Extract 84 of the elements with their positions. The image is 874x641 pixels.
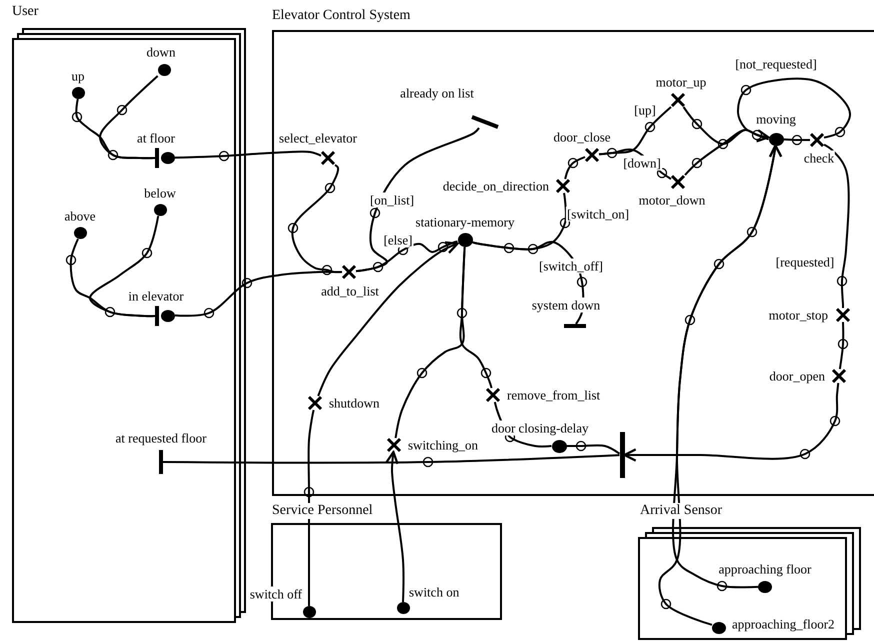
start-point-icon (72, 87, 84, 99)
component-title: Arrival Sensor (640, 503, 722, 519)
path-line (99, 75, 158, 160)
node-label: check (802, 150, 836, 166)
responsibility-cross-icon (671, 175, 685, 189)
edge-label: [on_list] (368, 192, 416, 208)
node-label: already on list (399, 86, 475, 100)
node-label: decide_on_direction (442, 178, 550, 194)
responsibility-cross-icon (556, 179, 570, 193)
start-point-icon (552, 440, 566, 452)
responsibility-cross-icon (321, 151, 335, 165)
start-point-icon (154, 204, 166, 216)
node-label: door closing-delay (490, 420, 590, 436)
node-label: stationary-memory (414, 214, 516, 230)
responsibility-cross-icon (342, 265, 356, 279)
end-bar-icon (564, 324, 586, 328)
node-label: add_to_list (320, 284, 380, 298)
node-label: below (143, 186, 177, 200)
node-label: at requested floor (114, 430, 208, 446)
node-label: door_open (768, 368, 826, 384)
edge-label: [else] (382, 232, 414, 248)
path-line (564, 156, 586, 180)
edge-label: [up] (633, 102, 657, 118)
node-label: at floor (136, 130, 176, 146)
end-bar-icon (155, 148, 175, 168)
start-point-icon (158, 64, 170, 76)
path-line (163, 454, 620, 464)
path-line (317, 241, 459, 396)
responsibility-cross-icon (836, 308, 850, 322)
node-label: shutdown (328, 396, 381, 410)
node-label: select_elevator (278, 130, 358, 146)
end-bar-icon (159, 450, 163, 474)
responsibility-cross-icon (387, 438, 401, 452)
path-line (308, 410, 315, 606)
node-label: above (63, 208, 97, 224)
path-line (291, 164, 342, 274)
path-line (838, 322, 844, 370)
node-label: in elevator (127, 288, 185, 304)
edge-label: [switch_on] (566, 206, 630, 222)
edge-label: [not_requested] (734, 56, 818, 72)
path-line (356, 240, 458, 272)
responsibility-cross-icon (486, 388, 500, 402)
start-point-icon (74, 227, 86, 239)
path-line (89, 216, 160, 318)
responsibility-cross-icon (308, 396, 322, 410)
path-line (684, 129, 769, 176)
node-label: switching_on (407, 438, 480, 452)
node-label: system down (530, 298, 602, 312)
path-line (566, 444, 620, 454)
responsibility-cross-icon (832, 369, 846, 383)
start-point-icon (712, 622, 726, 634)
start-point-icon (768, 132, 784, 146)
responsibility-cross-icon (810, 133, 824, 147)
path-line (737, 78, 851, 142)
node-label: switch off (248, 586, 303, 602)
start-point-icon (302, 606, 316, 618)
edge-label: [switch_off] (538, 258, 604, 274)
path-line (824, 144, 850, 308)
node-label: moving (755, 112, 797, 126)
path-line (385, 450, 404, 602)
end-bar-icon (155, 306, 175, 326)
node-label: down (146, 44, 176, 60)
start-point-icon (458, 233, 472, 247)
node-label: motor_down (638, 192, 706, 208)
node-label: switch on (408, 584, 460, 600)
path-line (658, 144, 782, 626)
path-line (459, 246, 492, 388)
responsibility-cross-icon (585, 148, 599, 162)
component-title: Elevator Control System (272, 8, 410, 24)
path-line (783, 138, 810, 142)
end-bar-icon (471, 116, 499, 128)
start-point-icon (758, 581, 772, 593)
component-title: Service Personnel (272, 503, 373, 519)
node-label: remove_from_list (506, 388, 602, 402)
edge-label: [down] (622, 156, 662, 170)
node-label: approaching floor (718, 562, 812, 576)
node-label: approaching_floor2 (731, 616, 836, 632)
responsibility-cross-icon (671, 93, 685, 107)
edge-label: [requested] (774, 254, 836, 270)
path-line (174, 150, 322, 159)
start-point-icon (396, 602, 410, 614)
node-label: door_close (552, 130, 612, 144)
path-line (623, 382, 840, 462)
end-bar-icon (620, 432, 624, 478)
